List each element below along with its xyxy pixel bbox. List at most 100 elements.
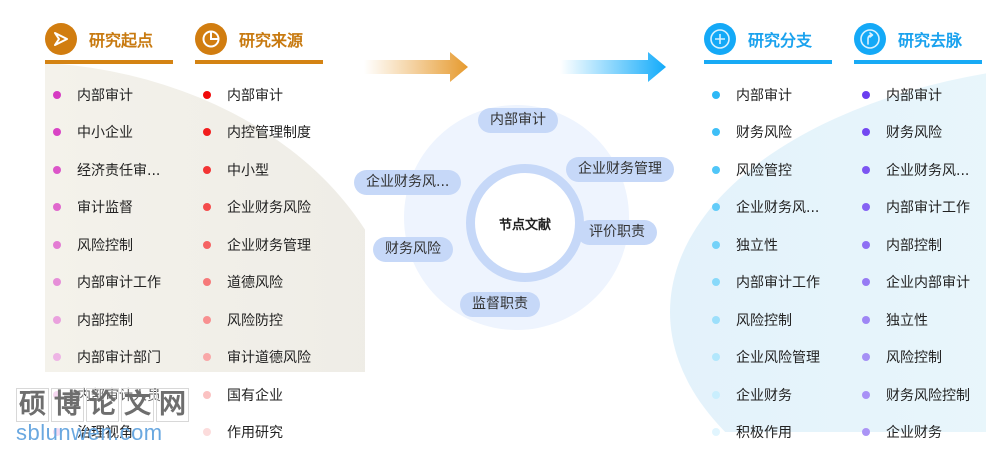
keyword-label: 内部审计人员: [77, 387, 161, 404]
keyword-label: 风险防控: [227, 312, 283, 329]
keyword-label: 内部审计: [736, 87, 792, 104]
keyword-item[interactable]: 企业财务风...: [704, 189, 832, 227]
keyword-label: 审计监督: [77, 200, 133, 217]
bullet-dot-icon: [862, 240, 870, 249]
keyword-item[interactable]: 内部审计工作: [704, 264, 832, 302]
keyword-item[interactable]: 内部审计: [704, 76, 832, 114]
header-underline: [195, 60, 323, 64]
keyword-bubble[interactable]: 企业财务管理: [566, 157, 674, 182]
keyword-label: 内部审计: [77, 87, 133, 104]
column-header: 研究去脉: [854, 22, 982, 56]
keyword-item[interactable]: 风险防控: [195, 301, 323, 339]
keyword-item[interactable]: 财务风险: [854, 114, 982, 152]
keyword-item[interactable]: 企业财务风...: [854, 151, 982, 189]
keyword-label: 作用研究: [227, 425, 283, 442]
keyword-item[interactable]: 企业内部审计: [854, 264, 982, 302]
bullet-dot-icon: [203, 390, 211, 399]
keyword-item[interactable]: 作用研究: [195, 414, 323, 452]
orange-flow-arrow-icon: [364, 52, 468, 82]
bullet-dot-icon: [862, 165, 870, 174]
keyword-item[interactable]: 财务风险控制: [854, 376, 982, 414]
blue-flow-arrow-icon: [560, 52, 666, 82]
keyword-item[interactable]: 经济责任审...: [45, 151, 173, 189]
keyword-item[interactable]: 道德风险: [195, 264, 323, 302]
keyword-label: 中小企业: [77, 125, 133, 142]
bullet-dot-icon: [712, 315, 720, 324]
watermark-char: 博: [51, 388, 84, 422]
watermark-char: 论: [86, 388, 119, 422]
keyword-item[interactable]: 内部审计部门: [45, 339, 173, 377]
keyword-item[interactable]: 风险控制: [854, 339, 982, 377]
keyword-item[interactable]: 内控管理制度: [195, 114, 323, 152]
header-underline: [854, 60, 982, 64]
bullet-dot-icon: [862, 390, 870, 399]
keyword-item[interactable]: 治理视角: [45, 414, 173, 452]
bullet-dot-icon: [862, 90, 870, 99]
bullet-dot-icon: [712, 128, 720, 137]
keyword-bubble[interactable]: 企业财务风...: [354, 170, 462, 195]
pie-chart-icon: [195, 23, 227, 55]
keyword-label: 经济责任审...: [77, 162, 161, 179]
keyword-label: 内部审计工作: [886, 200, 970, 217]
keyword-item[interactable]: 中小型: [195, 151, 323, 189]
keyword-item[interactable]: 企业财务: [854, 414, 982, 452]
center-node[interactable]: 节点文献: [466, 164, 584, 282]
keyword-item[interactable]: 内部审计工作: [854, 189, 982, 227]
keyword-label: 风险管控: [736, 162, 792, 179]
keyword-item[interactable]: 企业风险管理: [704, 339, 832, 377]
keyword-item[interactable]: 国有企业: [195, 376, 323, 414]
bullet-dot-icon: [53, 203, 61, 212]
column-research-branch: 研究分支 内部审计财务风险风险管控企业财务风... 独立性内部审计工作风险控制企业…: [704, 22, 832, 451]
bullet-dot-icon: [53, 278, 61, 287]
keyword-item[interactable]: 中小企业: [45, 114, 173, 152]
bullet-dot-icon: [203, 165, 211, 174]
keyword-item[interactable]: 内部审计工作: [45, 264, 173, 302]
bullet-dot-icon: [862, 315, 870, 324]
keyword-bubble[interactable]: 财务风险: [373, 237, 453, 262]
keyword-label: 内部审计工作: [736, 275, 820, 292]
keyword-item[interactable]: 独立性: [704, 226, 832, 264]
column-research-source: 研究来源 内部审计内控管理制度中小型企业财务风险企业财务管理道德风险风险防控审计…: [195, 22, 323, 451]
bullet-dot-icon: [862, 128, 870, 137]
keyword-item[interactable]: 风险控制: [45, 226, 173, 264]
keyword-item[interactable]: 内部控制: [45, 301, 173, 339]
keyword-item[interactable]: 企业财务风险: [195, 189, 323, 227]
keyword-bubble[interactable]: 内部审计: [478, 108, 558, 133]
bullet-dot-icon: [53, 128, 61, 137]
keyword-label: 独立性: [736, 237, 778, 254]
bullet-dot-icon: [53, 90, 61, 99]
keyword-label: 财务风险: [886, 125, 942, 142]
keyword-label: 风险控制: [736, 312, 792, 329]
keyword-item[interactable]: 内部审计人员: [45, 376, 173, 414]
column-research-destination: 研究去脉 内部审计财务风险企业财务风... 内部审计工作内部控制企业内部审计独立性…: [854, 22, 982, 451]
keyword-item[interactable]: 风险管控: [704, 151, 832, 189]
keyword-item[interactable]: 财务风险: [704, 114, 832, 152]
keyword-item[interactable]: 企业财务管理: [195, 226, 323, 264]
keyword-item[interactable]: 审计道德风险: [195, 339, 323, 377]
keyword-bubble[interactable]: 监督职责: [460, 292, 540, 317]
keyword-item[interactable]: 内部审计: [195, 76, 323, 114]
keyword-item[interactable]: 内部控制: [854, 226, 982, 264]
keyword-item[interactable]: 独立性: [854, 301, 982, 339]
keyword-item[interactable]: 内部审计: [854, 76, 982, 114]
column-title: 研究来源: [239, 31, 304, 50]
column-research-origin: 研究起点 内部审计中小企业经济责任审...审计监督风险控制内部审计工作内部控制内…: [45, 22, 173, 451]
keyword-list: 内部审计财务风险风险管控企业财务风... 独立性内部审计工作风险控制企业风险管理企…: [704, 76, 832, 451]
bullet-dot-icon: [53, 165, 61, 174]
keyword-item[interactable]: 积极作用: [704, 414, 832, 452]
keyword-item[interactable]: 企业财务: [704, 376, 832, 414]
keyword-label: 国有企业: [227, 387, 283, 404]
keyword-item[interactable]: 审计监督: [45, 189, 173, 227]
redirect-arrow-icon: [854, 23, 886, 55]
bullet-dot-icon: [712, 203, 720, 212]
plus-circle-icon: [704, 23, 736, 55]
keyword-label: 企业财务管理: [227, 237, 311, 254]
keyword-item[interactable]: 内部审计: [45, 76, 173, 114]
bullet-dot-icon: [53, 390, 61, 399]
keyword-bubble[interactable]: 评价职责: [577, 220, 657, 245]
keyword-label: 内控管理制度: [227, 125, 311, 142]
column-title: 研究分支: [748, 31, 813, 50]
keyword-item[interactable]: 风险控制: [704, 301, 832, 339]
keyword-label: 内部控制: [886, 237, 942, 254]
keyword-label: 企业财务风...: [886, 162, 970, 179]
